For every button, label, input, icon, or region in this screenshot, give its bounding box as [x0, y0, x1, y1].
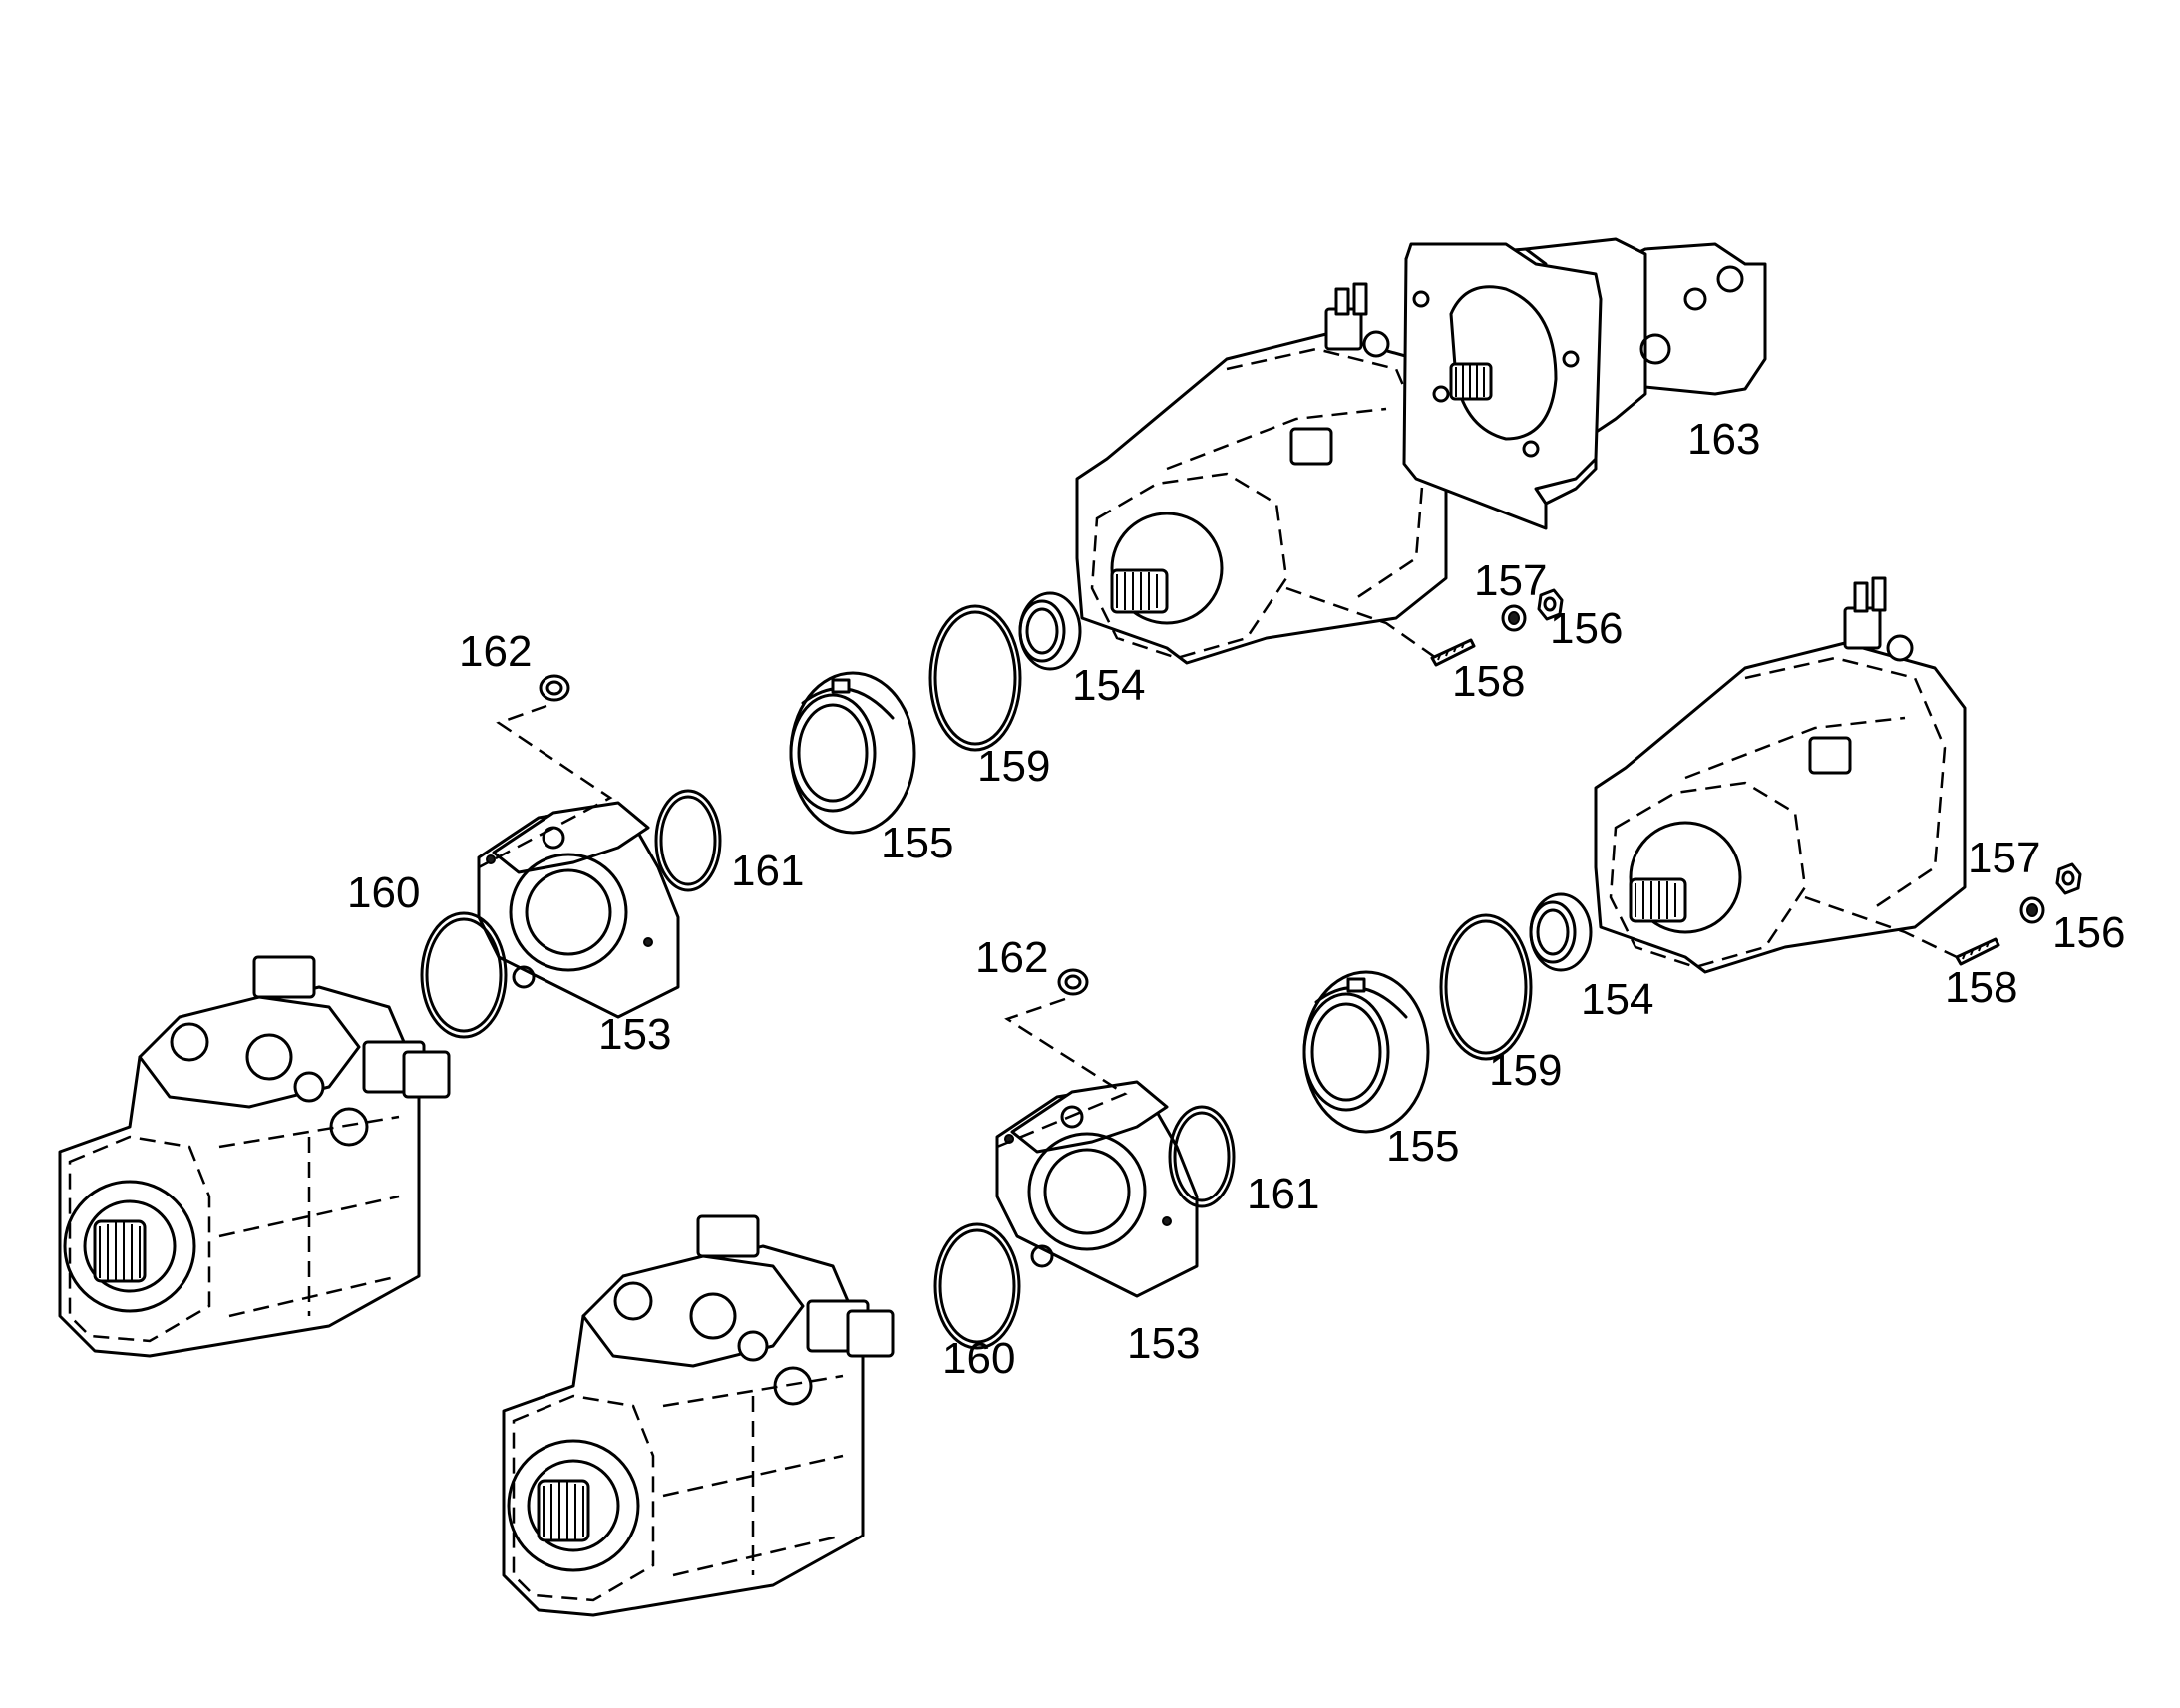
coupling-155-upper — [789, 671, 916, 835]
main-pump-upper — [58, 955, 451, 1358]
coupling-155-lower — [1302, 970, 1430, 1134]
o-ring-159-lower — [1439, 913, 1533, 1061]
o-ring-159-upper — [928, 604, 1022, 752]
label-153-upper: 153 — [598, 1010, 671, 1059]
o-ring-161-upper — [654, 789, 722, 892]
label-156-upper: 156 — [1550, 604, 1623, 653]
label-163: 163 — [1687, 415, 1760, 464]
label-155-upper: 155 — [881, 819, 953, 867]
label-162-upper: 162 — [459, 627, 532, 676]
label-161-upper: 161 — [731, 847, 804, 895]
aux-pump-right — [1594, 576, 1967, 974]
flange-153-upper — [477, 801, 680, 1019]
part-labels: 163 157 156 158 154 162 159 155 161 160 … — [347, 415, 2125, 1383]
label-155-lower: 155 — [1386, 1122, 1459, 1171]
plug-162-upper — [539, 674, 570, 702]
bearing-154-upper — [1018, 591, 1082, 671]
label-159-lower: 159 — [1489, 1046, 1562, 1095]
aux-pump-upper — [1075, 282, 1448, 665]
hardware-upper — [1430, 588, 1564, 667]
label-156-lower: 156 — [2052, 908, 2125, 957]
label-160-upper: 160 — [347, 868, 420, 917]
label-153-lower: 153 — [1127, 1319, 1200, 1368]
o-ring-160-upper — [420, 911, 508, 1039]
gear-pump-163 — [1402, 237, 1767, 530]
label-158-upper: 158 — [1452, 657, 1525, 706]
main-pump-lower — [502, 1214, 895, 1617]
hardware-lower — [1955, 862, 2082, 966]
bearing-154-lower — [1529, 892, 1593, 972]
label-158-lower: 158 — [1945, 963, 2017, 1012]
label-154-lower: 154 — [1581, 975, 1653, 1024]
leader-lines — [478, 586, 1958, 1149]
label-157-upper: 157 — [1474, 556, 1547, 605]
plug-162-lower — [1057, 968, 1089, 996]
label-161-lower: 161 — [1247, 1170, 1319, 1218]
label-162-lower: 162 — [975, 933, 1048, 982]
label-160-lower: 160 — [942, 1334, 1015, 1383]
o-ring-160-lower — [933, 1222, 1021, 1350]
label-157-lower: 157 — [1968, 834, 2040, 882]
label-154-upper: 154 — [1072, 661, 1145, 710]
label-159-upper: 159 — [977, 742, 1050, 791]
flange-153-lower — [995, 1080, 1199, 1298]
o-ring-161-lower — [1168, 1105, 1236, 1208]
